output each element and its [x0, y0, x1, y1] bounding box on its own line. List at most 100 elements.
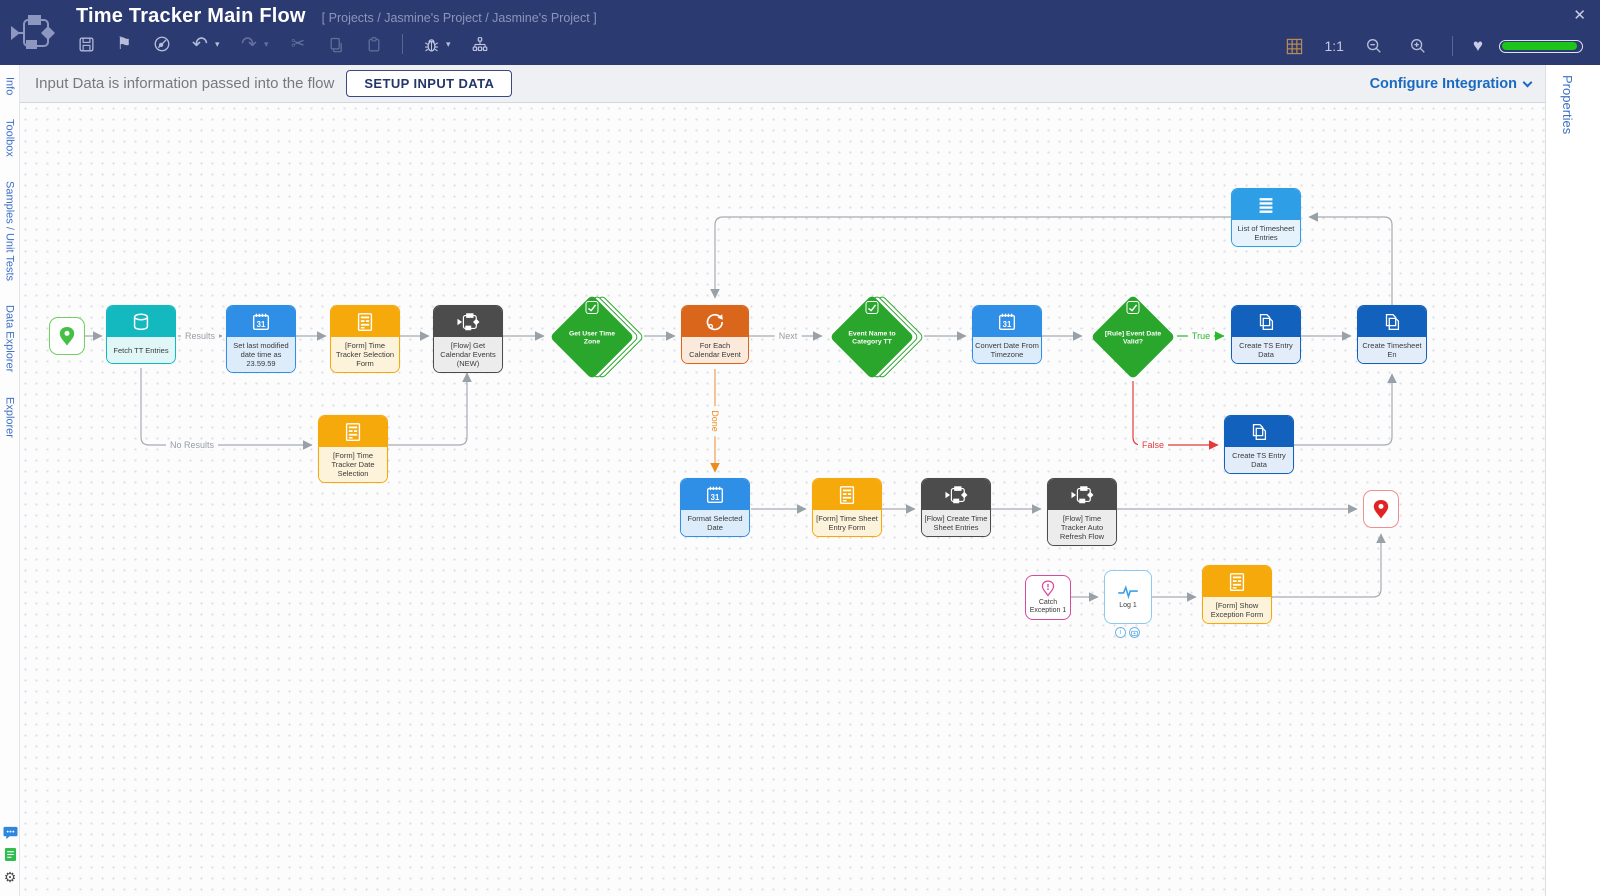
header: Time Tracker Main Flow [ Projects / Jasm…	[0, 0, 1600, 65]
toolbar-divider	[402, 34, 403, 54]
info-bar: Input Data is information passed into th…	[20, 65, 1545, 103]
tab-properties[interactable]: Properties	[1560, 75, 1575, 135]
chevron-down-icon	[1522, 77, 1533, 87]
node-create-ts-entry-data-1[interactable]: Create TS Entry Data	[1231, 305, 1301, 364]
node-form-time-sheet-entry-form[interactable]: [Form] Time Sheet Entry Form	[812, 478, 882, 537]
undo-caret-icon[interactable]: ▾	[215, 38, 220, 49]
edge-rule-false[interactable]	[1132, 381, 1219, 450]
call-hierarchy-icon[interactable]	[466, 31, 494, 57]
left-rail: Info Toolbox Samples / Unit Tests Data E…	[0, 65, 20, 896]
flag-icon[interactable]: ⚑	[116, 34, 132, 53]
debug-caret-icon[interactable]: ▾	[446, 38, 451, 49]
node-end[interactable]	[1363, 490, 1399, 528]
node-for-each-calendar-event[interactable]: For Each Calendar Event	[681, 305, 749, 364]
redo-caret-icon[interactable]: ▾	[264, 38, 269, 49]
copy-icon[interactable]	[322, 31, 350, 57]
health-bar	[1499, 39, 1583, 53]
setup-input-data-button[interactable]: SETUP INPUT DATA	[346, 70, 513, 97]
node-list-of-timesheet-entries[interactable]: List of Timesheet Entries	[1231, 188, 1301, 247]
flow-icon	[434, 306, 502, 337]
settings-icon[interactable]: ⚙	[3, 869, 17, 885]
right-rail: Properties	[1545, 65, 1600, 896]
tab-info[interactable]: Info	[3, 77, 16, 96]
node-convert-date-from-timezone[interactable]: 31 Convert Date From Timezone	[972, 305, 1042, 364]
tab-explorer[interactable]: Explorer	[3, 396, 16, 438]
paste-icon[interactable]	[360, 31, 388, 57]
edge-label-no-results: No Results	[165, 440, 219, 450]
node-flow-time-tracker-auto-refresh[interactable]: [Flow] Time Tracker Auto Refresh Flow	[1047, 478, 1117, 546]
breadcrumb: [ Projects / Jasmine's Project / Jasmine…	[321, 11, 597, 25]
notes-icon[interactable]	[4, 847, 17, 862]
svg-text:31: 31	[257, 320, 266, 329]
close-icon[interactable]: ✕	[1573, 7, 1586, 24]
tab-samples-unit-tests[interactable]: Samples / Unit Tests	[3, 181, 16, 282]
chat-icon[interactable]	[3, 826, 18, 840]
calendar-icon: 31	[973, 306, 1041, 337]
calendar-icon: 31	[227, 306, 295, 337]
node-rule-event-date-valid[interactable]: [Rule] Event Date Valid?	[1089, 293, 1177, 381]
info-icon[interactable]: i	[1115, 627, 1126, 638]
edge-label-false: False	[1137, 440, 1169, 450]
check-icon	[1126, 301, 1140, 314]
flow-canvas[interactable]: Results No Results Next True False Done …	[20, 103, 1545, 896]
node-form-time-tracker-date-selection[interactable]: [Form] Time Tracker Date Selection	[318, 415, 388, 483]
cut-icon[interactable]: ✂	[290, 34, 306, 53]
debug-icon[interactable]	[417, 31, 445, 57]
breakpoints-icon[interactable]	[148, 31, 176, 57]
form-icon	[1203, 566, 1271, 597]
camera-icon[interactable]	[1129, 627, 1140, 638]
heart-icon[interactable]: ♥	[1472, 36, 1483, 55]
edge-label-results: Results	[180, 331, 220, 341]
copy-icon	[1358, 306, 1426, 337]
node-event-name-to-category-tt[interactable]: Event Name to Category TT	[828, 293, 925, 381]
zoom-out-icon[interactable]	[1360, 33, 1388, 59]
edge-list-foreach[interactable]	[710, 216, 1231, 299]
database-icon	[107, 306, 175, 337]
map-pin-icon	[59, 326, 75, 346]
tab-toolbox[interactable]: Toolbox	[3, 119, 16, 158]
edge-showform-end[interactable]	[1272, 533, 1386, 598]
input-data-message: Input Data is information passed into th…	[35, 75, 335, 92]
node-form-show-exception-form[interactable]: [Form] Show Exception Form	[1202, 565, 1272, 624]
copy-icon	[1225, 416, 1293, 447]
redo-group: ↷ ▾	[235, 31, 274, 57]
node-create-timesheet-en[interactable]: Create Timesheet En	[1357, 305, 1427, 364]
form-icon	[813, 479, 881, 510]
node-form-time-tracker-selection[interactable]: [Form] Time Tracker Selection Form	[330, 305, 400, 373]
node-start[interactable]	[49, 317, 85, 355]
form-icon	[319, 416, 387, 447]
edge-cts2-timesheet[interactable]	[1294, 373, 1397, 446]
zoom-in-icon[interactable]	[1404, 33, 1432, 59]
node-format-selected-date[interactable]: 31 Format Selected Date	[680, 478, 750, 537]
node-catch-exception-1[interactable]: Catch Exception 1	[1025, 575, 1071, 620]
header-right-controls: 1:1 ♥	[1280, 33, 1583, 59]
configure-integration-button[interactable]: Configure Integration	[1369, 75, 1533, 92]
form-icon	[331, 306, 399, 337]
copy-icon	[1232, 306, 1300, 337]
left-rail-bottom: ⚙	[0, 826, 20, 886]
grid-icon[interactable]	[1280, 33, 1308, 59]
node-log-1[interactable]: Log 1	[1104, 570, 1152, 624]
edge-fetch-dateselection[interactable]	[140, 368, 313, 450]
configure-integration-label: Configure Integration	[1369, 75, 1517, 92]
node-flow-get-calendar-events[interactable]: [Flow] Get Calendar Events (NEW)	[433, 305, 503, 373]
node-create-ts-entry-data-2[interactable]: Create TS Entry Data	[1224, 415, 1294, 474]
header-divider	[1451, 36, 1453, 56]
health-bar-fill	[1501, 42, 1578, 50]
save-icon[interactable]	[72, 31, 100, 57]
redo-icon[interactable]: ↷	[241, 33, 257, 55]
check-icon	[585, 301, 599, 314]
node-fetch-tt-entries[interactable]: Fetch TT Entries	[106, 305, 176, 364]
undo-icon[interactable]: ↶	[192, 33, 208, 55]
edge-timesheet-list[interactable]	[1308, 212, 1393, 305]
tab-data-explorer[interactable]: Data Explorer	[3, 305, 16, 373]
edge-label-true: True	[1187, 331, 1215, 341]
node-get-user-time-zone[interactable]: Get User Time Zone	[548, 293, 645, 381]
pin-exclamation-icon	[1041, 580, 1055, 597]
debug-group: ▾	[417, 31, 456, 57]
zoom-ratio-label[interactable]: 1:1	[1324, 38, 1344, 54]
node-set-last-modified[interactable]: 31 Set last modified date time as 23.59.…	[226, 305, 296, 373]
node-flow-create-time-sheet-entries[interactable]: [Flow] Create Time Sheet Entries	[921, 478, 991, 537]
edge-dateselection-getcal[interactable]	[388, 372, 472, 446]
